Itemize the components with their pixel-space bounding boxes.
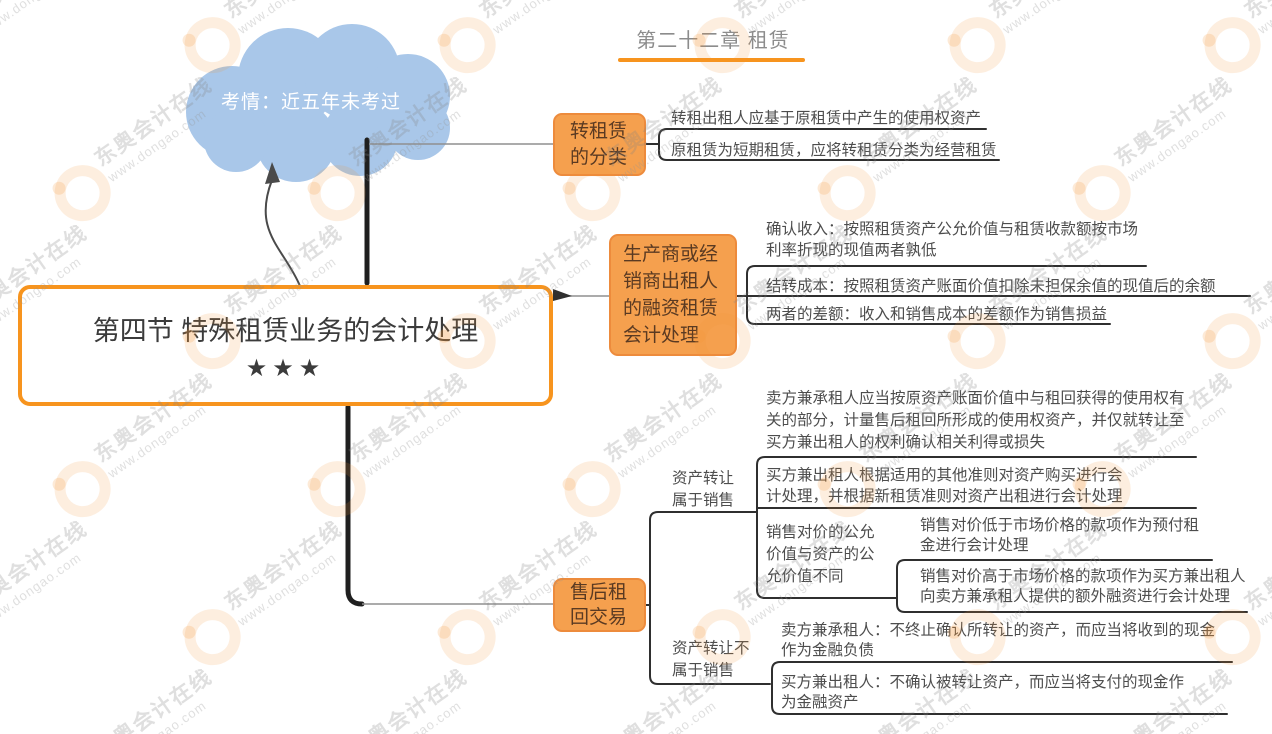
- node-sublease-classification[interactable]: 转租赁的分类: [553, 113, 646, 176]
- trunk-line-bottom: [345, 404, 365, 607]
- node-sale-leaseback[interactable]: 售后租回交易: [553, 578, 646, 632]
- leaf-is-sale-buyer-lessor[interactable]: 买方兼出租人根据适用的其他准则对资产购买进行会计处理，并根据新租赁准则对资产出租…: [766, 467, 1123, 505]
- node-sale-leaseback-label: 售后租回交易: [570, 582, 628, 628]
- exam-note-cloud-shape: [186, 24, 450, 182]
- leaf-dealer-revenue[interactable]: 确认收入：按照租赁资产公允价值与租赁收款额按市场利率折现的现值两者孰低: [766, 221, 1139, 259]
- leaf-dealer-difference[interactable]: 两者的差额：收入和销售成本的差额作为销售损益: [766, 306, 1108, 323]
- exam-note-cloud[interactable]: 考情：近五年未考过: [220, 92, 401, 113]
- node-dealer-lessor[interactable]: 生产商或经销商出租人的融资租赁会计处理: [609, 234, 737, 356]
- leaf-is-sale-seller-lessee[interactable]: 卖方兼承租人应当按原资产账面价值中与租回获得的使用权有关的部分，计量售后租回所形…: [766, 390, 1185, 451]
- leaf-price-above-market[interactable]: 销售对价高于市场价格的款项作为买方兼出租人向卖方兼承租人提供的额外融资进行会计处…: [920, 568, 1246, 605]
- root-topic-stars: ★★★: [245, 354, 326, 382]
- subnode-price-difference[interactable]: 销售对价的公允价值与资产的公允价值不同: [766, 524, 875, 585]
- chapter-title: 第二十二章 租赁: [636, 30, 790, 52]
- node-dealer-label: 生产商或经销商出租人的融资租赁会计处理: [623, 244, 719, 346]
- leaf-not-sale-buyer-lessor[interactable]: 买方兼出租人：不确认被转让资产，而应当将支付的现金作为金融资产: [781, 674, 1185, 711]
- subnode-transfer-is-sale[interactable]: 资产转让属于销售: [672, 470, 735, 509]
- root-topic-title: 第四节 特殊租赁业务的会计处理: [92, 315, 479, 346]
- leaf-sublease-1[interactable]: 转租出租人应基于原租赁中产生的使用权资产: [671, 110, 982, 127]
- subnode-transfer-not-sale[interactable]: 资产转让不属于销售: [672, 640, 750, 679]
- leaf-sublease-2[interactable]: 原租赁为短期租赁，应将转租赁分类为经营租赁: [671, 142, 997, 159]
- cloud-arrow-head: [265, 162, 280, 184]
- cloud-arrow: [264, 179, 301, 287]
- node-sublease-label: 转租赁的分类: [570, 120, 628, 168]
- chapter-title-underline: [618, 58, 805, 62]
- leaf-price-below-market[interactable]: 销售对价低于市场价格的款项作为预付租金进行会计处理: [920, 517, 1200, 554]
- leaf-not-sale-seller-lessee[interactable]: 卖方兼承租人：不终止确认所转让的资产，而应当将收到的现金作为金融负债: [781, 622, 1216, 659]
- leaf-dealer-cost[interactable]: 结转成本：按照租赁资产账面价值扣除未担保余值的现值后的余额: [766, 278, 1216, 295]
- root-topic[interactable]: 第四节 特殊租赁业务的会计处理 ★★★: [18, 285, 553, 406]
